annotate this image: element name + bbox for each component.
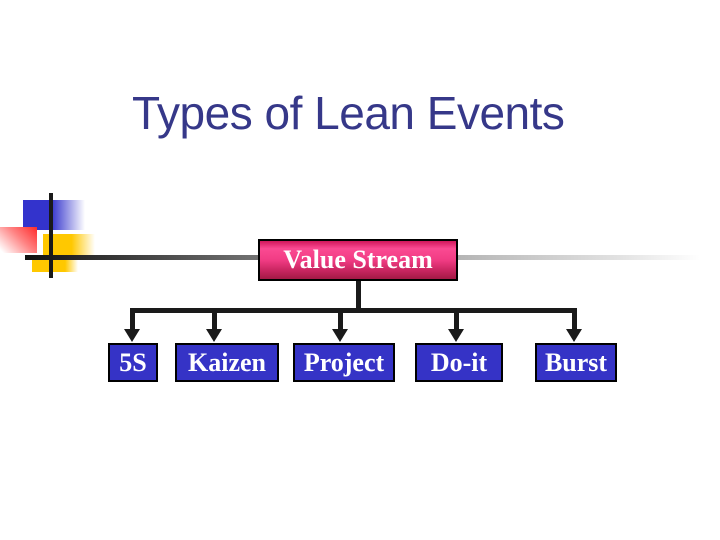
node-value-stream: Value Stream — [258, 239, 458, 281]
drop-line — [212, 308, 217, 331]
node-do-it: Do-it — [415, 343, 503, 382]
arrow-down-icon — [206, 329, 222, 342]
arrow-down-icon — [124, 329, 140, 342]
connector-line — [130, 308, 577, 313]
node-label: Value Stream — [283, 245, 433, 274]
root-stem-line — [356, 281, 361, 313]
arrow-down-icon — [566, 329, 582, 342]
decoration-blue-square — [23, 200, 85, 230]
node-burst: Burst — [535, 343, 617, 382]
arrow-down-icon — [332, 329, 348, 342]
slide-title: Types of Lean Events — [132, 87, 565, 139]
drop-line — [454, 308, 459, 331]
node-label: Project — [303, 347, 385, 377]
decoration-vertical-line — [49, 193, 53, 278]
node-project: Project — [293, 343, 395, 382]
node-label: Kaizen — [188, 347, 266, 377]
drop-line — [338, 308, 343, 331]
node-5s: 5S — [108, 343, 158, 382]
node-kaizen: Kaizen — [175, 343, 279, 382]
decoration-yellow-square-lower — [32, 258, 78, 272]
drop-line — [572, 308, 577, 331]
decoration-red-square — [0, 227, 37, 253]
node-label: 5S — [119, 347, 147, 377]
drop-line — [130, 308, 135, 331]
node-label: Burst — [544, 347, 608, 377]
node-label: Do-it — [430, 347, 488, 377]
arrow-down-icon — [448, 329, 464, 342]
